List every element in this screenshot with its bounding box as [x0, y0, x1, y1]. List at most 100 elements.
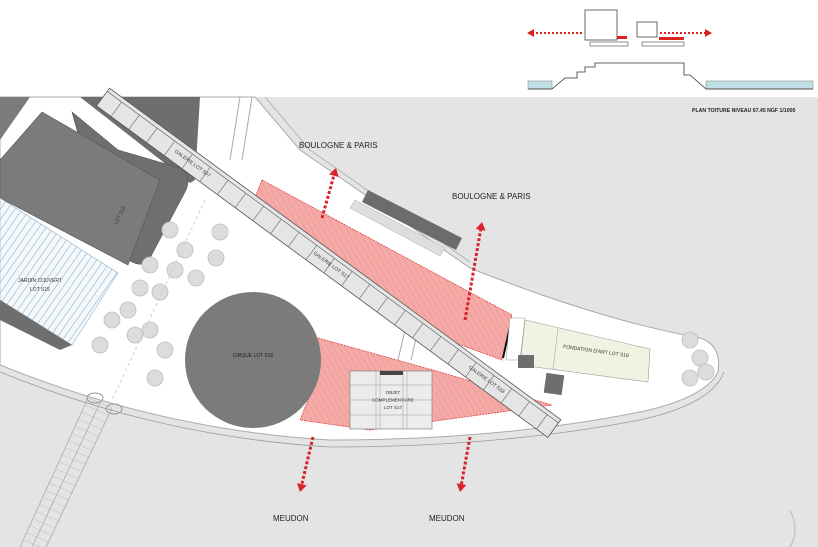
section-water-edge [520, 97, 818, 112]
label-boulogne-paris-left: BOULOGNE & PARIS [299, 141, 378, 150]
bridge-lines [229, 96, 419, 361]
section-caption: PLAN TOITURE NIVEAU 67.45 NGF 1/1000 [692, 108, 796, 114]
label-meudon-right: MEUDON [429, 514, 465, 523]
galerie-cell-divider [341, 271, 353, 287]
label-objet-3: LOT S17 [384, 405, 402, 410]
red-arrow-icon [320, 168, 339, 219]
galerie-cell-divider [483, 375, 495, 391]
tree-icon [681, 369, 699, 387]
tree-icon [156, 341, 174, 359]
building-riverside [362, 190, 462, 250]
bridge-deck-line [26, 532, 51, 544]
tree-icon [211, 223, 229, 241]
bridge-deck-line [58, 461, 83, 473]
pier [86, 392, 104, 404]
galerie-cell-divider [394, 310, 406, 326]
bridge-deck-line [74, 426, 100, 437]
galerie-cell-divider [518, 401, 530, 417]
bridge-deck-line [65, 447, 90, 458]
bridge-deck-line [29, 525, 54, 536]
bridge-deck-line [84, 404, 109, 416]
galerie-cell-divider [252, 206, 264, 221]
pier [105, 403, 123, 415]
bridge-deck-line [32, 518, 58, 529]
building-lot-s12 [0, 111, 161, 266]
direction-arrows [296, 168, 486, 492]
galerie-cell-divider [447, 349, 459, 365]
bank-line [0, 371, 725, 448]
tree-icon [166, 261, 184, 279]
galerie-cell-divider [376, 297, 388, 313]
bridge-deck-line [81, 411, 106, 423]
tree-icon [146, 369, 164, 387]
bridge-deck-line [55, 468, 80, 480]
tree-icon [91, 336, 109, 354]
galerie-cell-divider [358, 284, 371, 300]
fondation-lot-s18: FONDATION D'ART LOT S18 [505, 317, 651, 396]
riverside-terrace [349, 199, 446, 257]
bridge-deck-line [23, 539, 41, 547]
bridge-deck-line [45, 490, 71, 501]
label-jardin-2: LOT S15 [30, 287, 50, 293]
building-strip [80, 97, 200, 183]
tree-icon [126, 326, 144, 344]
label-meudon-left: MEUDON [273, 514, 309, 523]
footbridge [19, 397, 113, 547]
bridge-deck-line [39, 504, 64, 515]
red-arrow-icon [463, 222, 486, 321]
galerie-cell-divider [128, 114, 140, 130]
label-objet-2: COMPLEMENTAIRE [372, 398, 414, 403]
label-cirque: CIRQUE LOT S16 [233, 353, 274, 359]
objet-complementaire: OBJET COMPLEMENTAIRE LOT S17 [349, 370, 433, 430]
tree-icon [119, 301, 137, 319]
galerie-cell-divider [181, 153, 193, 169]
tree-icon [691, 349, 709, 367]
tree-icon [681, 331, 699, 349]
building-corner [0, 97, 30, 140]
bridge-deck-line [78, 419, 103, 430]
tree-icon [697, 363, 715, 381]
label-objet-1: OBJET [386, 390, 401, 395]
galerie-cell-divider [199, 166, 211, 182]
galerie-cell-divider [288, 232, 300, 247]
tree-icon [141, 321, 159, 339]
bank-detail [789, 509, 796, 547]
galerie-cell-divider [110, 101, 122, 117]
tree-icon [161, 221, 179, 239]
promenade-line [111, 199, 206, 401]
label-jardin-1: JARDIN COUVERT [18, 278, 62, 284]
tree-icon [151, 283, 169, 301]
bridge-deck-line [52, 475, 77, 487]
jardin-hatch [0, 198, 118, 345]
tree-icon [103, 311, 121, 329]
galerie-bar: GALERIE LOT S07 GALERIE LOT S17 GALERIE … [95, 87, 562, 438]
galerie-cell-divider [146, 127, 158, 143]
tree-group [91, 221, 715, 387]
galerie-cell-divider [429, 336, 442, 352]
galerie-cell-divider [323, 258, 335, 273]
cirque-lot-s16 [185, 292, 321, 428]
galerie-cell-divider [217, 179, 229, 195]
galerie-cell-divider [305, 245, 317, 260]
tree-icon [176, 241, 194, 259]
building-edge [0, 300, 72, 350]
tree-icon [131, 279, 149, 297]
red-arrow-icon [456, 436, 472, 492]
galerie-cell-divider [163, 140, 176, 156]
galerie-cell-divider [500, 388, 512, 404]
red-arrow-icon [296, 436, 315, 492]
bridge-deck-line [36, 511, 61, 522]
tree-icon [141, 256, 159, 274]
galerie-cell-divider [270, 219, 282, 234]
galerie-cell-divider [465, 362, 477, 378]
bridge-deck-line [61, 454, 87, 465]
bridge-deck-line [87, 397, 113, 409]
bridge-deck-line [68, 440, 93, 451]
label-boulogne-paris-right: BOULOGNE & PARIS [452, 192, 531, 201]
galerie-cell-divider [412, 323, 424, 339]
galerie-cell-divider [234, 193, 247, 208]
bridge-deck-line [42, 497, 67, 508]
tree-icon [187, 269, 205, 287]
